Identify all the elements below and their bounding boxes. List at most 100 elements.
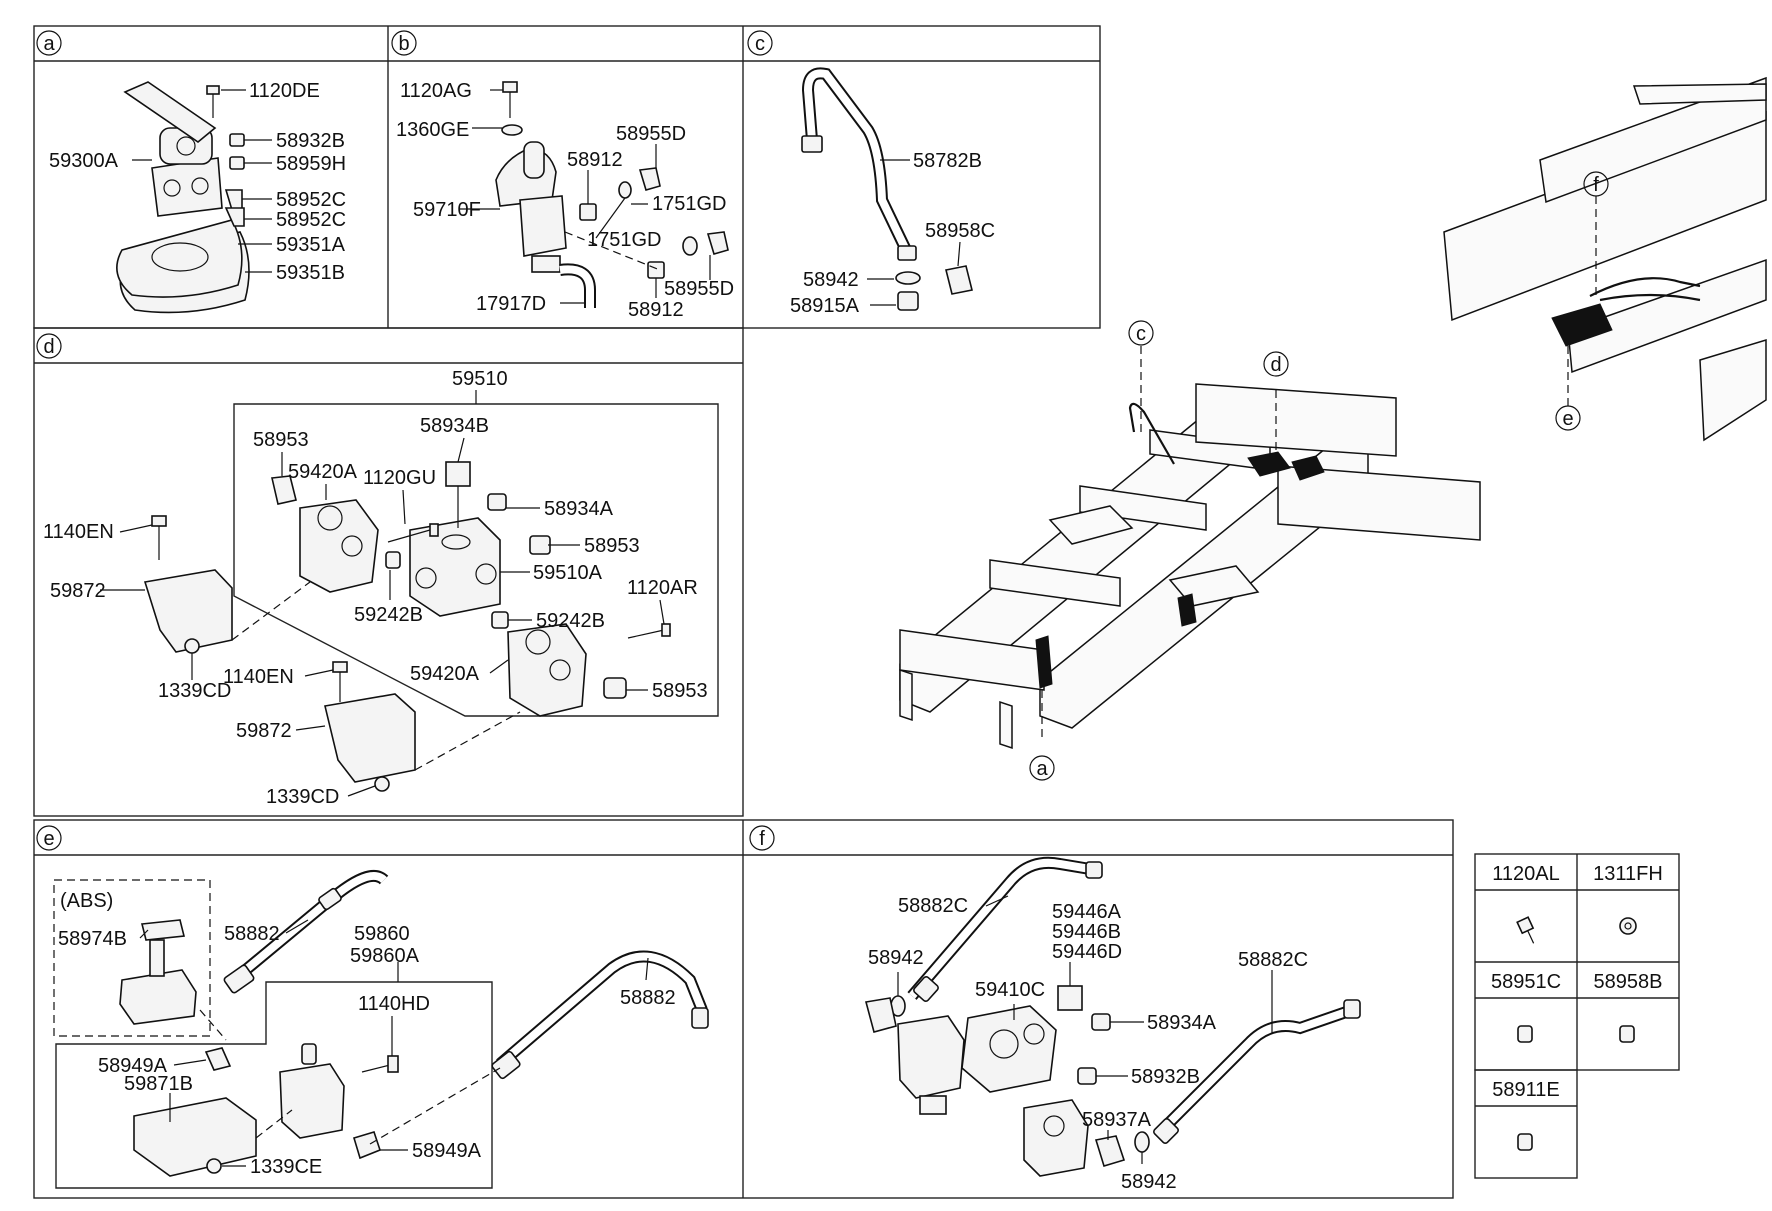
svg-text:59242B: 59242B: [354, 604, 423, 626]
svg-text:59871B: 59871B: [124, 1073, 193, 1095]
svg-text:58932B: 58932B: [1131, 1066, 1200, 1088]
svg-text:58953: 58953: [652, 680, 708, 702]
section-c-labels: 58782B 58958C 58942 58915A: [790, 150, 995, 317]
svg-text:59860A: 59860A: [350, 945, 420, 967]
svg-text:58932B: 58932B: [276, 130, 345, 152]
svg-text:17917D: 17917D: [476, 293, 546, 315]
svg-text:58952C: 58952C: [276, 189, 346, 211]
svg-text:59446A: 59446A: [1052, 901, 1122, 923]
section-frames: [33, 25, 1454, 1199]
section-letter-d: d: [36, 333, 62, 359]
svg-text:d: d: [1270, 354, 1281, 376]
svg-text:c: c: [1136, 323, 1146, 345]
svg-text:c: c: [755, 33, 765, 55]
svg-text:58934B: 58934B: [420, 415, 489, 437]
svg-text:59872: 59872: [236, 720, 292, 742]
svg-text:58955D: 58955D: [664, 278, 734, 300]
svg-text:58952C: 58952C: [276, 209, 346, 231]
svg-text:(ABS): (ABS): [60, 890, 113, 912]
parts-table: [1474, 853, 1680, 1179]
gasket-59351A: [116, 219, 243, 298]
svg-text:58942: 58942: [868, 947, 924, 969]
callout-d: [1263, 351, 1289, 377]
section-letter-e: e: [36, 825, 62, 851]
parts-table-cell-58958B: 58958B: [1594, 971, 1663, 1043]
svg-text:58974B: 58974B: [58, 928, 127, 950]
svg-text:58782B: 58782B: [913, 150, 982, 172]
section-e-drawing: [53, 870, 709, 1189]
svg-text:1339CD: 1339CD: [266, 786, 339, 808]
svg-text:a: a: [43, 33, 55, 55]
svg-text:1140EN: 1140EN: [43, 521, 114, 543]
svg-text:1751GD: 1751GD: [652, 193, 727, 215]
section-letter-c: c: [747, 30, 773, 56]
svg-text:1120AL: 1120AL: [1492, 863, 1559, 885]
section-b-labels: 1120AG 1360GE 58955D 58912 1751GD 59710F…: [396, 80, 734, 321]
svg-text:1140HD: 1140HD: [358, 993, 430, 1015]
valve-59300A: [151, 157, 223, 217]
svg-text:1339CD: 1339CD: [158, 680, 231, 702]
svg-text:1751GD: 1751GD: [587, 229, 662, 251]
svg-text:58882: 58882: [224, 923, 280, 945]
svg-text:58951C: 58951C: [1491, 971, 1561, 993]
svg-text:b: b: [398, 33, 409, 55]
svg-text:58949A: 58949A: [412, 1140, 482, 1162]
svg-text:59446B: 59446B: [1052, 921, 1121, 943]
svg-text:59510: 59510: [452, 368, 508, 390]
svg-text:58958C: 58958C: [925, 220, 995, 242]
svg-text:d: d: [43, 336, 54, 358]
svg-text:1311FH: 1311FH: [1593, 863, 1663, 885]
svg-text:1120GU: 1120GU: [363, 467, 436, 489]
callout-a: [1029, 755, 1055, 781]
section-letter-b: b: [391, 30, 417, 56]
parts-table-cell-1120AL: 1120AL: [1492, 863, 1560, 944]
svg-text:58937A: 58937A: [1082, 1109, 1152, 1131]
svg-text:58915A: 58915A: [790, 295, 860, 317]
section-a-drawing: [116, 81, 272, 314]
rear-inset: f e: [1443, 76, 1767, 442]
parts-table-cell-1311FH: 1311FH: [1593, 863, 1663, 935]
svg-text:1120AG: 1120AG: [400, 80, 472, 102]
svg-text:1339CE: 1339CE: [250, 1156, 322, 1178]
svg-text:58882C: 58882C: [898, 895, 968, 917]
callout-c: [1128, 320, 1154, 346]
svg-text:59872: 59872: [50, 580, 106, 602]
section-f-drawing: [865, 856, 1361, 1177]
section-f-labels: 58882C 59446A 59446B 59446D 58942 59410C…: [868, 895, 1308, 1193]
svg-text:58955D: 58955D: [616, 123, 686, 145]
callout-f: [1583, 171, 1609, 197]
svg-text:58882: 58882: [620, 987, 676, 1009]
svg-text:59300A: 59300A: [49, 150, 119, 172]
callout-e: [1555, 405, 1581, 431]
svg-text:59351A: 59351A: [276, 234, 346, 256]
svg-text:59420A: 59420A: [410, 663, 480, 685]
svg-text:e: e: [1562, 408, 1573, 430]
chassis-overview: c d a: [899, 320, 1481, 781]
section-d-labels: 59510 58934B 58953 59420A 1120GU 58934A …: [43, 368, 708, 808]
svg-text:f: f: [759, 828, 765, 850]
svg-text:58953: 58953: [584, 535, 640, 557]
parts-table-cell-58911E: 58911E: [1492, 1079, 1560, 1151]
section-d-drawing: [100, 390, 719, 797]
section-e-labels: (ABS) 58882 58974B 59860 59860A 1140HD 5…: [58, 890, 676, 1178]
svg-text:58942: 58942: [803, 269, 859, 291]
section-letter-a: a: [36, 30, 62, 56]
svg-text:58958B: 58958B: [1594, 971, 1663, 993]
svg-text:58934A: 58934A: [544, 498, 614, 520]
svg-text:59410C: 59410C: [975, 979, 1045, 1001]
svg-text:59510A: 59510A: [533, 562, 603, 584]
svg-text:58949A: 58949A: [98, 1055, 168, 1077]
svg-text:59860: 59860: [354, 923, 410, 945]
svg-text:58882C: 58882C: [1238, 949, 1308, 971]
svg-text:58912: 58912: [628, 299, 684, 321]
pedal: [123, 81, 217, 143]
svg-text:a: a: [1036, 758, 1048, 780]
svg-text:59710F: 59710F: [413, 199, 481, 221]
svg-text:59351B: 59351B: [276, 262, 345, 284]
svg-text:58912: 58912: [567, 149, 623, 171]
svg-text:f: f: [1593, 174, 1599, 196]
svg-text:58959H: 58959H: [276, 153, 346, 175]
svg-text:1120DE: 1120DE: [249, 80, 320, 102]
svg-text:e: e: [43, 828, 54, 850]
